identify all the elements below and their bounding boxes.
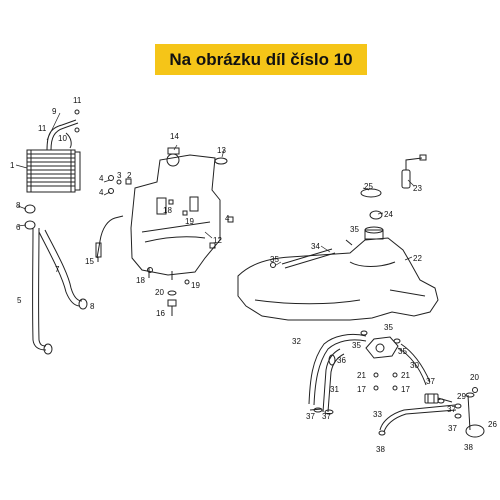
callout-24: 24 (384, 210, 393, 219)
callout-20: 20 (155, 288, 164, 297)
callout-29: 29 (457, 392, 466, 401)
callout-18: 18 (163, 206, 172, 215)
callout-35: 35 (270, 255, 279, 264)
drain-valve (167, 290, 177, 316)
callout-35: 35 (398, 347, 407, 356)
callout-20: 20 (470, 373, 479, 382)
callout-21: 21 (357, 371, 366, 380)
callout-17: 17 (357, 385, 366, 394)
callout-19: 19 (185, 217, 194, 226)
callout-12: 12 (213, 236, 222, 245)
callout-35: 35 (352, 341, 361, 350)
callout-4: 4 (99, 174, 104, 183)
callout-2: 2 (127, 171, 132, 180)
callout-36: 36 (337, 356, 346, 365)
callout-26: 26 (488, 420, 497, 429)
callout-5: 5 (17, 296, 22, 305)
callout-6: 6 (16, 223, 21, 232)
callout-13: 13 (217, 146, 226, 155)
fuel-tank (237, 226, 439, 321)
callout-4: 4 (99, 188, 104, 197)
callout-7: 7 (55, 265, 60, 274)
callout-19: 19 (191, 281, 200, 290)
sensor-15 (96, 215, 124, 259)
callout-37: 37 (448, 424, 457, 433)
callout-17: 17 (401, 385, 410, 394)
callout-37: 37 (306, 412, 315, 421)
callout-38: 38 (376, 445, 385, 454)
callout-10: 10 (58, 134, 67, 143)
callout-11: 11 (38, 124, 47, 133)
fuel-pump-assembly (308, 330, 485, 438)
lower-radiator-hose (32, 227, 47, 351)
callout-38: 38 (464, 443, 473, 452)
expansion-tank (130, 147, 234, 285)
callout-18: 18 (136, 276, 145, 285)
callout-22: 22 (413, 254, 422, 263)
callout-23: 23 (413, 184, 422, 193)
fuel-sender (360, 154, 427, 220)
callout-14: 14 (170, 132, 179, 141)
callout-8: 8 (90, 302, 95, 311)
callout-32: 32 (292, 337, 301, 346)
callout-3: 3 (117, 171, 122, 180)
part-number-banner: Na obrázku díl číslo 10 (155, 44, 367, 75)
callout-1: 1 (10, 161, 15, 170)
callout-9: 9 (52, 107, 57, 116)
hose-7 (38, 231, 81, 307)
callout-4: 4 (225, 214, 230, 223)
callout-37: 37 (447, 405, 456, 414)
callout-8: 8 (16, 201, 21, 210)
callout-11: 11 (73, 96, 82, 105)
hose-10 (65, 132, 72, 149)
callout-31: 31 (330, 385, 339, 394)
callout-16: 16 (156, 309, 165, 318)
callout-21: 21 (401, 371, 410, 380)
callout-labels: 1 4 3 2 4 4 5 6 7 8 8 9 10 11 11 12 13 1… (10, 96, 497, 454)
callout-35: 35 (384, 323, 393, 332)
callout-37: 37 (322, 412, 331, 421)
callout-35: 35 (350, 225, 359, 234)
callout-34: 34 (311, 242, 320, 251)
radiator (26, 149, 81, 193)
callout-37: 37 (426, 377, 435, 386)
callout-25: 25 (364, 182, 373, 191)
callout-33: 33 (373, 410, 382, 419)
callout-15: 15 (85, 257, 94, 266)
callout-30: 30 (410, 361, 419, 370)
